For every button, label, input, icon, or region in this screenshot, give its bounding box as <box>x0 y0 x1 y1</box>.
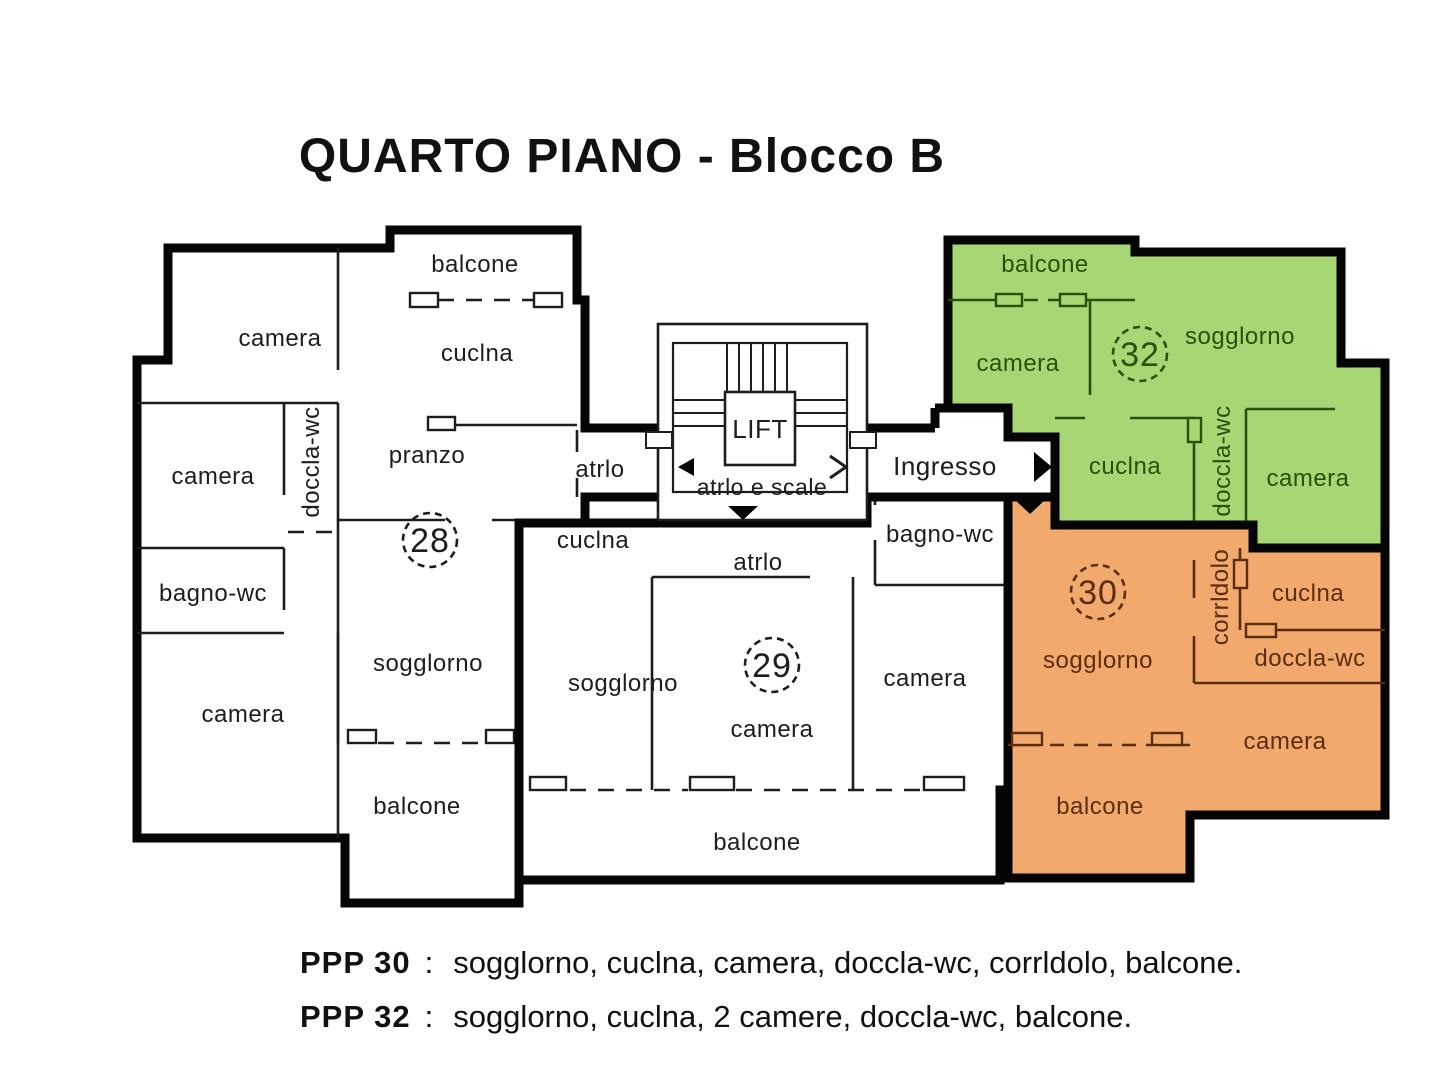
legend-rooms: sogglorno, cuclna, camera, doccla-wc, co… <box>453 945 1242 980</box>
room-label-cucina: cuclna <box>557 527 630 554</box>
apartment-32: balcone camera sogglorno cuclna doccla-w… <box>943 235 1390 553</box>
room-label-cucina: cuclna <box>1089 453 1162 480</box>
room-label-balcone: balcone <box>431 251 519 278</box>
room-label-cucina: cuclna <box>1272 580 1345 607</box>
room-label-balcone: balcone <box>1056 793 1144 820</box>
atrio-scale-label: atrlo e scale <box>697 474 828 500</box>
legend-line-ppp32: PPP 32: sogglorno, cuclna, 2 camere, docc… <box>300 999 1132 1034</box>
room-label-soggiorno: sogglorno <box>568 670 678 697</box>
apartment-28: balcone camera cuclna camera doccla-wc p… <box>132 225 678 908</box>
stair-inner <box>671 341 849 494</box>
unit-number-circle <box>743 636 801 694</box>
room-label-camera: camera <box>976 350 1059 377</box>
unit-number-circle <box>401 511 459 569</box>
lift-cabin <box>723 390 797 467</box>
room-label-corridoio: corrldolo <box>1207 549 1234 646</box>
unit-number: 32 <box>1120 336 1160 374</box>
room-label-camera: camera <box>171 463 254 490</box>
door-jamb <box>645 431 673 449</box>
door-arrow-down-icon <box>1014 499 1046 514</box>
apartment-28-partitions <box>137 248 579 838</box>
door-arrow-right-chevron-icon <box>829 454 849 480</box>
apartment-28-door-dashes <box>288 298 534 745</box>
room-label-pranzo: pranzo <box>389 442 465 469</box>
room-label-soggiorno: sogglorno <box>1043 647 1153 674</box>
apartment-30-walls <box>1003 492 1390 883</box>
door-jamb <box>849 431 877 449</box>
room-label-soggiorno: sogglorno <box>373 650 483 677</box>
apartment-32-door-jambs <box>994 292 1203 444</box>
room-label-atrio: atrlo <box>575 456 624 483</box>
room-label-ingresso: Ingresso <box>893 451 997 481</box>
room-label-camera: camera <box>238 325 321 352</box>
door-arrow-down-icon <box>728 506 758 520</box>
apartment-30: sogglorno corrldolo cuclna doccla-wc cam… <box>1003 492 1390 883</box>
apartment-28-door-jambs <box>346 291 564 745</box>
legend-line-ppp30: PPP 30: sogglorno, cuclna, camera, doccla… <box>300 945 1242 980</box>
room-label-doccia-wc: doccla-wc <box>1254 645 1365 672</box>
landing-walls <box>867 403 1008 502</box>
unit-number-circle <box>1111 325 1169 383</box>
page-title: QUARTO PIANO - Blocco B <box>299 130 945 183</box>
room-label-doccia-wc: doccla-wc <box>298 406 325 517</box>
legend-colon: : <box>425 945 434 980</box>
room-label-bagno-wc: bagno-wc <box>886 521 994 548</box>
room-label-camera: camera <box>1243 728 1326 755</box>
lift-label: LIFT <box>732 414 787 444</box>
room-label-soggiorno: sogglorno <box>1185 323 1295 350</box>
room-label-balcone: balcone <box>373 793 461 820</box>
door-arrow-left-icon <box>678 458 694 476</box>
room-label-bagno-wc: bagno-wc <box>159 580 267 607</box>
legend-colon: : <box>425 999 434 1034</box>
legend-unit: PPP 30 <box>300 945 411 980</box>
room-label-camera: camera <box>730 716 813 743</box>
apartment-28-walls <box>132 225 678 908</box>
legend: PPP 30: sogglorno, cuclna, camera, doccla… <box>300 945 1242 1034</box>
legend-unit: PPP 32 <box>300 999 411 1034</box>
apartment-29-partitions <box>650 497 1008 790</box>
room-label-cucina: cuclna <box>441 340 514 367</box>
room-label-balcone: balcone <box>713 829 801 856</box>
unit-number: 28 <box>410 522 450 560</box>
room-label-atrio: atrlo <box>733 549 782 576</box>
stair-treads-icon <box>673 343 847 427</box>
stairwell-block: LIFT atrlo e scale <box>645 322 1008 522</box>
legend-rooms: sogglorno, cuclna, 2 camere, doccla-wc, … <box>453 999 1132 1034</box>
room-label-camera: camera <box>1266 465 1349 492</box>
unit-number: 29 <box>752 647 792 685</box>
unit-number: 30 <box>1078 574 1118 612</box>
room-label-camera: camera <box>883 665 966 692</box>
apartment-29: cuclna atrlo bagno-wc sogglorno camera c… <box>514 492 1013 885</box>
ingresso-area: Ingresso <box>893 451 1052 514</box>
room-label-camera: camera <box>201 701 284 728</box>
unit-number-circle <box>1069 563 1127 621</box>
apartment-32-partitions <box>948 298 1335 548</box>
room-label-doccia-wc: doccla-wc <box>1209 405 1236 516</box>
apartment-29-door-jambs <box>528 775 966 792</box>
room-label-balcone: balcone <box>1001 251 1089 278</box>
door-arrow-right-icon <box>1034 452 1052 482</box>
apartment-30-door-jambs <box>1010 558 1278 747</box>
